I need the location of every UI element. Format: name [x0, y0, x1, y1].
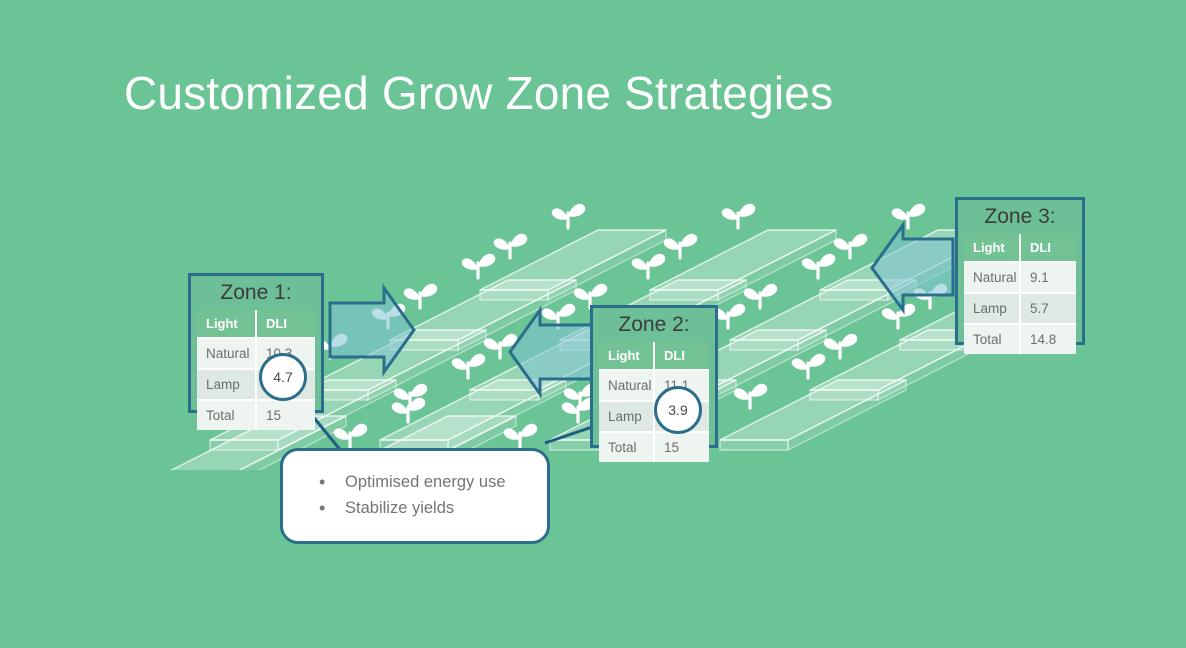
zone-3-row-label-natural: Natural: [964, 262, 1021, 295]
zone-1-lamp-highlight-value: 4.7: [273, 369, 293, 385]
page-title: Customized Grow Zone Strategies: [124, 67, 834, 119]
zone-1-row-label-total: Total: [197, 400, 257, 431]
zone-3-row-value-lamp: 5.7: [1020, 293, 1076, 326]
table-row: Total 15: [197, 400, 315, 431]
list-item: Optimised energy use: [319, 468, 547, 497]
zone-card-2[interactable]: Zone 2: Light DLI Natural 11.1 Lamp Tota…: [590, 305, 718, 463]
zone-3-row-label-total: Total: [964, 324, 1021, 355]
zone-3-table: Light DLI Natural 9.1 Lamp 5.7 Total 14.…: [964, 234, 1076, 355]
zone-2-row-label-total: Total: [599, 432, 655, 463]
zone-3-row-label-lamp: Lamp: [964, 293, 1021, 326]
zone-1-lamp-highlight-circle: 4.7: [259, 353, 307, 401]
column-header-dli: DLI: [256, 310, 315, 340]
zone-2-table: Light DLI Natural 11.1 Lamp Total 15: [599, 342, 709, 463]
table-header-row: Light DLI: [964, 234, 1076, 264]
callout-list: Optimised energy use Stabilize yields: [283, 451, 547, 524]
zone-2-lamp-highlight-value: 3.9: [668, 402, 688, 418]
zone-1-title: Zone 1:: [220, 281, 292, 304]
zone-card-3[interactable]: Zone 3: Light DLI Natural 9.1 Lamp 5.7 T…: [955, 197, 1085, 355]
zone-3-title: Zone 3:: [984, 205, 1056, 228]
zone-2-lamp-highlight-circle: 3.9: [654, 386, 702, 434]
table-row: Total 15: [599, 432, 709, 463]
list-item: Stabilize yields: [319, 494, 547, 523]
zone-3-row-value-natural: 9.1: [1020, 262, 1076, 295]
column-header-dli: DLI: [1020, 234, 1076, 264]
column-header-light: Light: [599, 342, 655, 372]
column-header-light: Light: [197, 310, 257, 340]
zone-2-row-value-total: 15: [654, 432, 709, 463]
zone-2-row-label-natural: Natural: [599, 370, 655, 403]
table-row: Total 14.8: [964, 324, 1076, 355]
column-header-dli: DLI: [654, 342, 709, 372]
callout-box[interactable]: Optimised energy use Stabilize yields: [280, 448, 550, 544]
zone-2-row-label-lamp: Lamp: [599, 401, 655, 434]
table-header-row: Light DLI: [599, 342, 709, 372]
zone-1-row-value-total: 15: [256, 400, 315, 431]
table-row: Natural 9.1: [964, 262, 1076, 295]
zone-2-title: Zone 2:: [618, 313, 690, 336]
table-header-row: Light DLI: [197, 310, 315, 340]
column-header-light: Light: [964, 234, 1021, 264]
zone-1-row-label-natural: Natural: [197, 338, 257, 371]
zone-3-row-value-total: 14.8: [1020, 324, 1076, 355]
table-row: Lamp 5.7: [964, 293, 1076, 326]
zone-1-row-label-lamp: Lamp: [197, 369, 257, 402]
